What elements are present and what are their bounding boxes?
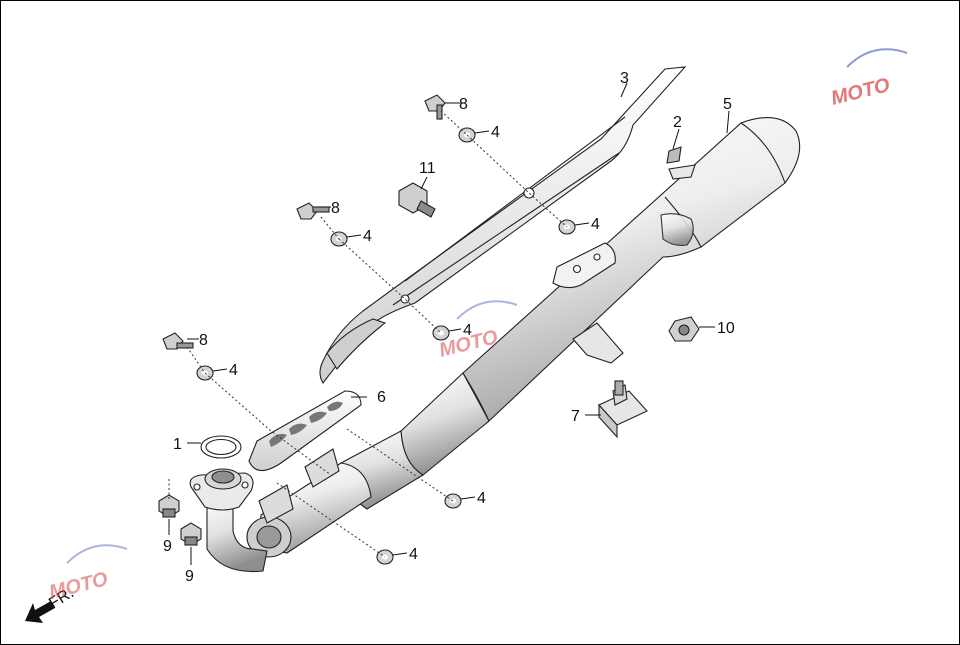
watermark-text: MOTO <box>47 568 111 604</box>
muffler-body <box>400 117 801 476</box>
callout-6: 6 <box>377 389 386 406</box>
front-arrow-icon <box>25 601 55 623</box>
callout-4: 4 <box>477 490 486 507</box>
leader-lines <box>168 82 730 565</box>
front-pipe-assembly <box>189 430 425 573</box>
sensor-unit <box>598 380 648 439</box>
watermark-top-right: MOTO <box>829 48 908 110</box>
watermark-bottom-left: MOTO <box>47 544 128 604</box>
callout-5: 5 <box>723 96 732 113</box>
callout-8: 8 <box>331 200 340 217</box>
flange-nut <box>668 316 700 342</box>
nut-9-upper <box>158 494 180 518</box>
callout-7: 7 <box>571 408 580 425</box>
clip-part <box>666 146 682 164</box>
callout-8: 8 <box>459 96 468 113</box>
callout-labels: 1 2 3 4 4 4 4 4 4 4 5 6 7 8 8 8 9 9 10 1… <box>163 70 735 585</box>
gasket-ring <box>200 435 242 459</box>
callout-4: 4 <box>363 228 372 245</box>
callout-4: 4 <box>229 362 238 379</box>
callout-9: 9 <box>163 538 172 555</box>
callout-4: 4 <box>463 322 472 339</box>
callout-2: 2 <box>673 114 682 131</box>
callout-11: 11 <box>419 160 436 177</box>
callout-3: 3 <box>620 70 629 87</box>
callout-1: 1 <box>173 436 182 453</box>
assembly-lines <box>168 110 568 558</box>
callout-4: 4 <box>491 124 500 141</box>
callout-10: 10 <box>717 320 735 337</box>
callout-4: 4 <box>591 216 600 233</box>
callout-9: 9 <box>185 568 194 585</box>
callout-4: 4 <box>409 546 418 563</box>
heat-shield-front <box>248 390 362 472</box>
bolt-11 <box>398 182 436 218</box>
bolt-8-middle <box>296 202 330 220</box>
bolt-8-lower <box>162 332 194 350</box>
bolt-8-top <box>424 94 446 120</box>
callout-8: 8 <box>199 332 208 349</box>
watermark-text: MOTO <box>829 74 893 110</box>
nut-9-lower <box>180 522 202 546</box>
